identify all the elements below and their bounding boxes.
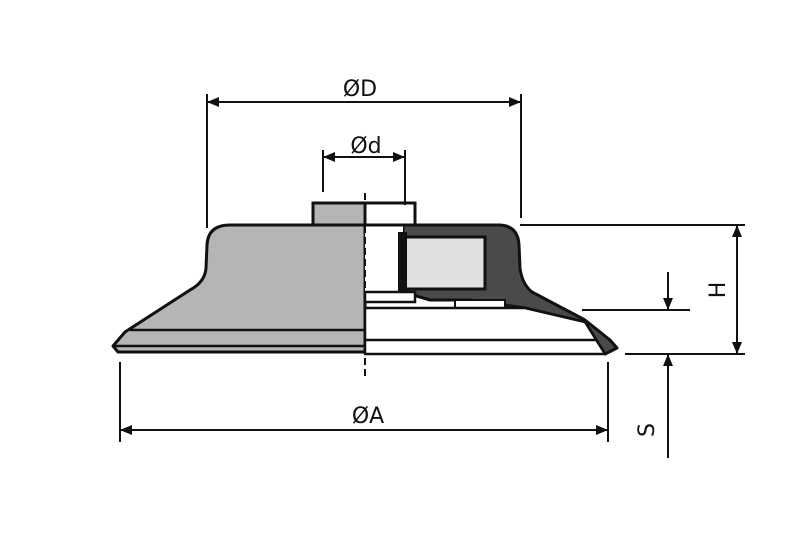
label-bore-diameter: Ød xyxy=(350,134,381,159)
insert-wall xyxy=(398,232,407,294)
dimension-outer-diameter: ØD xyxy=(206,77,522,228)
label-outer-diameter: ØD xyxy=(343,77,377,102)
dimension-bore-diameter: Ød xyxy=(322,134,406,205)
dimension-height: H xyxy=(520,224,745,355)
dimension-base-diameter: ØA xyxy=(119,362,609,442)
fitting-insert xyxy=(403,235,487,291)
label-stroke: S xyxy=(635,423,660,437)
exterior-body xyxy=(111,223,367,354)
fitting-collar xyxy=(363,201,417,227)
label-height: H xyxy=(706,282,731,299)
exterior-half xyxy=(111,201,367,354)
label-base-diameter: ØA xyxy=(352,404,384,429)
section-half xyxy=(363,200,619,356)
fitting-stub xyxy=(311,201,367,227)
cup-cavity xyxy=(363,306,607,356)
dimension-stroke: S xyxy=(582,272,690,458)
inner-ring xyxy=(363,290,417,304)
